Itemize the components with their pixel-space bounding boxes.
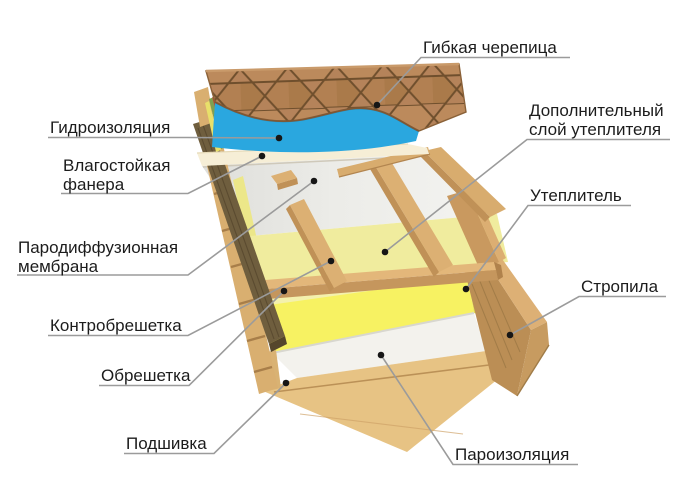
- label-flexible-shingles: Гибкая черепица: [423, 38, 557, 57]
- gable-edge-assembly: [193, 87, 287, 394]
- insulation-block-face: [262, 277, 474, 353]
- label-insulation: Утеплитель: [530, 186, 622, 205]
- dot-membrane: [310, 177, 318, 185]
- dot-plywood: [258, 152, 266, 160]
- dot-vapor-barrier: [377, 351, 385, 359]
- label-additional-insulation-line2: слой утеплителя: [529, 120, 661, 139]
- label-counter-batten: Контробрешетка: [50, 316, 182, 335]
- label-membrane-line1: Пародиффузионная: [18, 238, 178, 257]
- dark-board-end: [269, 336, 287, 352]
- dot-rafters: [506, 331, 514, 339]
- dot-insulation: [462, 285, 470, 293]
- dot-additional-insulation: [381, 248, 389, 256]
- annotations: Гибкая черепица Гидроизоляция Влагостойк…: [17, 38, 670, 466]
- label-additional-insulation-line1: Дополнительный: [529, 101, 664, 120]
- dark-edge-board: [193, 119, 285, 344]
- dot-batten: [280, 287, 288, 295]
- label-soffit: Подшивка: [126, 434, 207, 453]
- plywood-layer: [197, 144, 429, 166]
- label-membrane-line2: мембрана: [18, 257, 99, 276]
- soffit-planks: [263, 351, 508, 452]
- vapor-barrier-layer: [272, 313, 486, 378]
- counter-batten-beams: [271, 147, 506, 292]
- shingles-layer: [205, 62, 467, 132]
- waterproofing-layer: [212, 102, 419, 153]
- label-waterproofing: Гидроизоляция: [50, 118, 170, 137]
- dot-soffit: [282, 379, 290, 387]
- dot-counter-batten: [327, 257, 335, 265]
- label-rafters: Стропила: [581, 277, 659, 296]
- dot-waterproofing: [275, 134, 283, 142]
- roof-structure: [193, 62, 550, 452]
- label-plywood-line2: фанера: [63, 175, 125, 194]
- label-vapor-barrier: Пароизоляция: [455, 445, 569, 464]
- dot-shingles: [373, 101, 381, 109]
- label-batten: Обрешетка: [101, 366, 191, 385]
- label-plywood-line1: Влагостойкая: [63, 156, 171, 175]
